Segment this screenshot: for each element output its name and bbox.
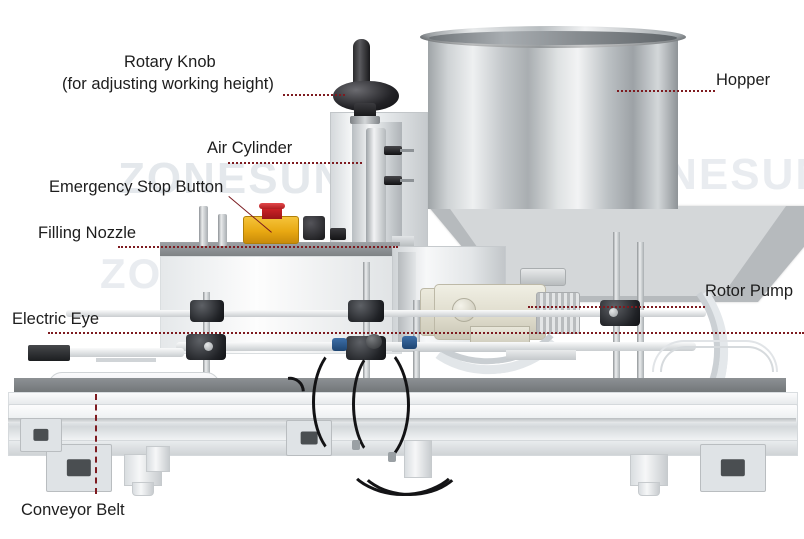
guide-post-center-2 [413, 300, 420, 412]
label-hopper: Hopper [716, 71, 771, 89]
cable-tie-icon [352, 440, 360, 450]
rail-clamp[interactable] [190, 300, 224, 322]
power-cable [352, 348, 408, 460]
hose-coil [652, 340, 778, 372]
tslot-extrusion-end-right [700, 444, 766, 492]
guide-post-right-2 [637, 242, 644, 414]
bottle-guide-rail-upper [66, 310, 706, 317]
tslot-extrusion-end-left [46, 444, 112, 492]
electric-eye-arm [66, 348, 184, 357]
filling-nozzle-post [218, 214, 227, 246]
tslot-extrusion-left [20, 418, 62, 452]
rotary-knob-hub [354, 103, 376, 119]
label-rotary-knob-sub: (for adjusting working height) [62, 75, 274, 93]
leader-hopper [617, 90, 715, 92]
leader-filling-nozzle [118, 246, 398, 248]
rail-detail [96, 358, 156, 362]
cylinder-fitting-icon [384, 146, 402, 155]
support-bracket [146, 446, 170, 472]
body-side-rib [398, 252, 416, 344]
cable-tie-icon [388, 452, 396, 462]
label-rotor-pump: Rotor Pump [705, 282, 794, 300]
emergency-stop-cap[interactable] [259, 203, 285, 209]
rail-clamp[interactable] [600, 300, 640, 326]
label-emergency-stop-button: Emergency Stop Button [49, 178, 224, 196]
rail-clamp[interactable] [348, 300, 384, 322]
leader-electric-eye [48, 332, 804, 334]
support-foot [132, 482, 154, 496]
cylinder-fitting-rod [400, 179, 414, 182]
hopper-cylinder [428, 34, 678, 209]
control-knob-small[interactable] [330, 228, 346, 240]
pump-mount-bar [506, 350, 576, 360]
label-air-cylinder: Air Cylinder [207, 139, 293, 157]
cylinder-fitting-icon [384, 176, 402, 185]
filling-nozzle-post [199, 206, 208, 246]
label-filling-nozzle: Filling Nozzle [38, 224, 137, 242]
control-knob[interactable] [303, 216, 325, 240]
label-conveyor-belt: Conveyor Belt [21, 501, 125, 519]
leader-rotor-pump [528, 306, 705, 308]
rotary-knob-collar [350, 116, 380, 124]
emergency-stop-housing [243, 216, 299, 244]
leader-rotary-knob [283, 94, 345, 96]
support-foot [638, 482, 660, 496]
hopper-rim-inner [429, 31, 677, 45]
cable-plug-icon [402, 336, 417, 349]
air-cylinder-tube [366, 128, 386, 246]
power-cable [312, 344, 378, 460]
label-rotary-knob: Rotary Knob [124, 53, 216, 71]
clamp-bolt-icon [204, 342, 213, 351]
machine-top-plate [160, 242, 400, 256]
leader-air-cylinder [228, 162, 362, 164]
emergency-stop-button-part[interactable] [262, 206, 282, 219]
bottle-guide-rail-lower [176, 342, 696, 351]
power-cable-loop [352, 408, 468, 496]
electric-eye-sensor [28, 345, 70, 361]
cylinder-fitting-rod [400, 149, 414, 152]
support-leg [630, 454, 668, 486]
label-electric-eye: Electric Eye [12, 310, 100, 328]
clamp-bolt-icon [609, 308, 618, 317]
leader-conveyor-belt [95, 394, 97, 494]
